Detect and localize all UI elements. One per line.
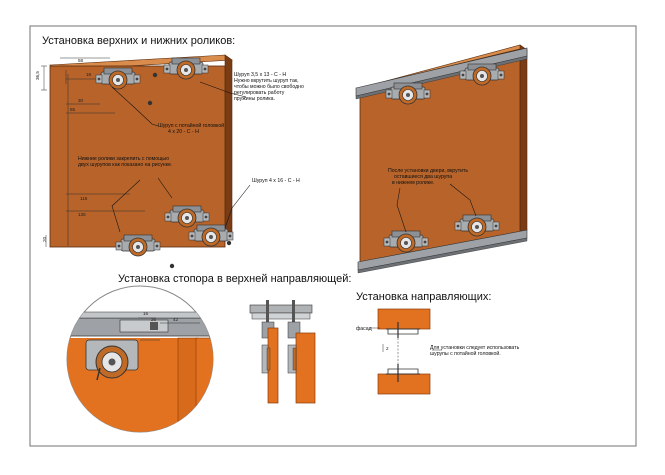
dim-2: 2 — [386, 346, 389, 351]
note-side-screw: Шуруп 4 х 16 - С - Н — [252, 178, 300, 184]
svg-text:в нижнем ролике.: в нижнем ролике. — [392, 180, 434, 186]
dim-55: 55 — [70, 107, 76, 112]
dim-58: 58 — [78, 58, 84, 63]
stopper-side-section — [249, 300, 316, 404]
facade-label: фасад — [356, 326, 372, 332]
svg-text:оставшиеся два шурупа: оставшиеся два шурупа — [394, 174, 452, 180]
dim-135: 135 — [78, 212, 86, 217]
left-dimension-lines — [41, 57, 145, 247]
svg-text:Шуруп с потайной головкой: Шуруп с потайной головкой — [158, 122, 224, 129]
svg-text:регулировать работу: регулировать работу — [234, 90, 285, 96]
svg-text:шурупы с потайной головкой.: шурупы с потайной головкой. — [430, 350, 501, 357]
stopper-dimensions — [138, 317, 200, 324]
guides-title: Установка направляющих: — [356, 291, 491, 303]
dim-115: 115 — [80, 196, 88, 201]
note-after-install: После установки двери, вкрутить оставшие… — [388, 168, 468, 186]
note-guides: Для установки следует использовать шуруп… — [430, 345, 520, 357]
svg-text:Нужно вкрутить шуруп так,: Нужно вкрутить шуруп так, — [234, 78, 299, 84]
leader-lines-left — [111, 81, 251, 233]
note-lower-rollers: Нижние ролики закрепить с помощью двух ш… — [78, 156, 172, 168]
leader-lines-right — [396, 183, 477, 233]
dim-26: 26 — [151, 317, 157, 322]
rollers-title: Установка верхних и нижних роликов: — [42, 35, 235, 47]
note-countersunk-screw: Шуруп с потайной головкой 4 х 20 - С - Н — [158, 122, 224, 135]
screw-icons — [147, 72, 232, 269]
stopper-title: Установка стопора в верхней направляющей… — [118, 273, 351, 285]
bottom-guide-rail — [357, 229, 528, 274]
svg-text:чтобы можно было свободно: чтобы можно было свободно — [234, 84, 304, 90]
note-screw-top: Шуруп 3,5 х 13 - С - Н Нужно вкрутить шу… — [234, 72, 304, 102]
dim-36-5: 36,5 — [35, 71, 40, 80]
dim-18: 18 — [86, 72, 92, 77]
dim-20: 20 — [42, 236, 47, 242]
svg-text:двух шурупов как показано на р: двух шурупов как показано на рисунке. — [78, 162, 172, 168]
dim-30: 30 — [78, 98, 84, 103]
svg-text:Нижние ролики закрепить с помо: Нижние ролики закрепить с помощью — [78, 156, 169, 162]
dim-16: 16 — [143, 311, 149, 316]
svg-text:пружины ролика.: пружины ролика. — [234, 96, 275, 102]
dim-42: 42 — [173, 317, 179, 322]
svg-text:4 х 20 - С - Н: 4 х 20 - С - Н — [168, 129, 199, 135]
svg-text:Шуруп 3,5 х 13 - С - Н: Шуруп 3,5 х 13 - С - Н — [234, 72, 286, 78]
svg-text:После установки двери, вкрутит: После установки двери, вкрутить — [388, 168, 468, 174]
guides-section-drawing — [370, 308, 442, 395]
svg-text:Для установки следует использо: Для установки следует использовать — [430, 345, 520, 351]
